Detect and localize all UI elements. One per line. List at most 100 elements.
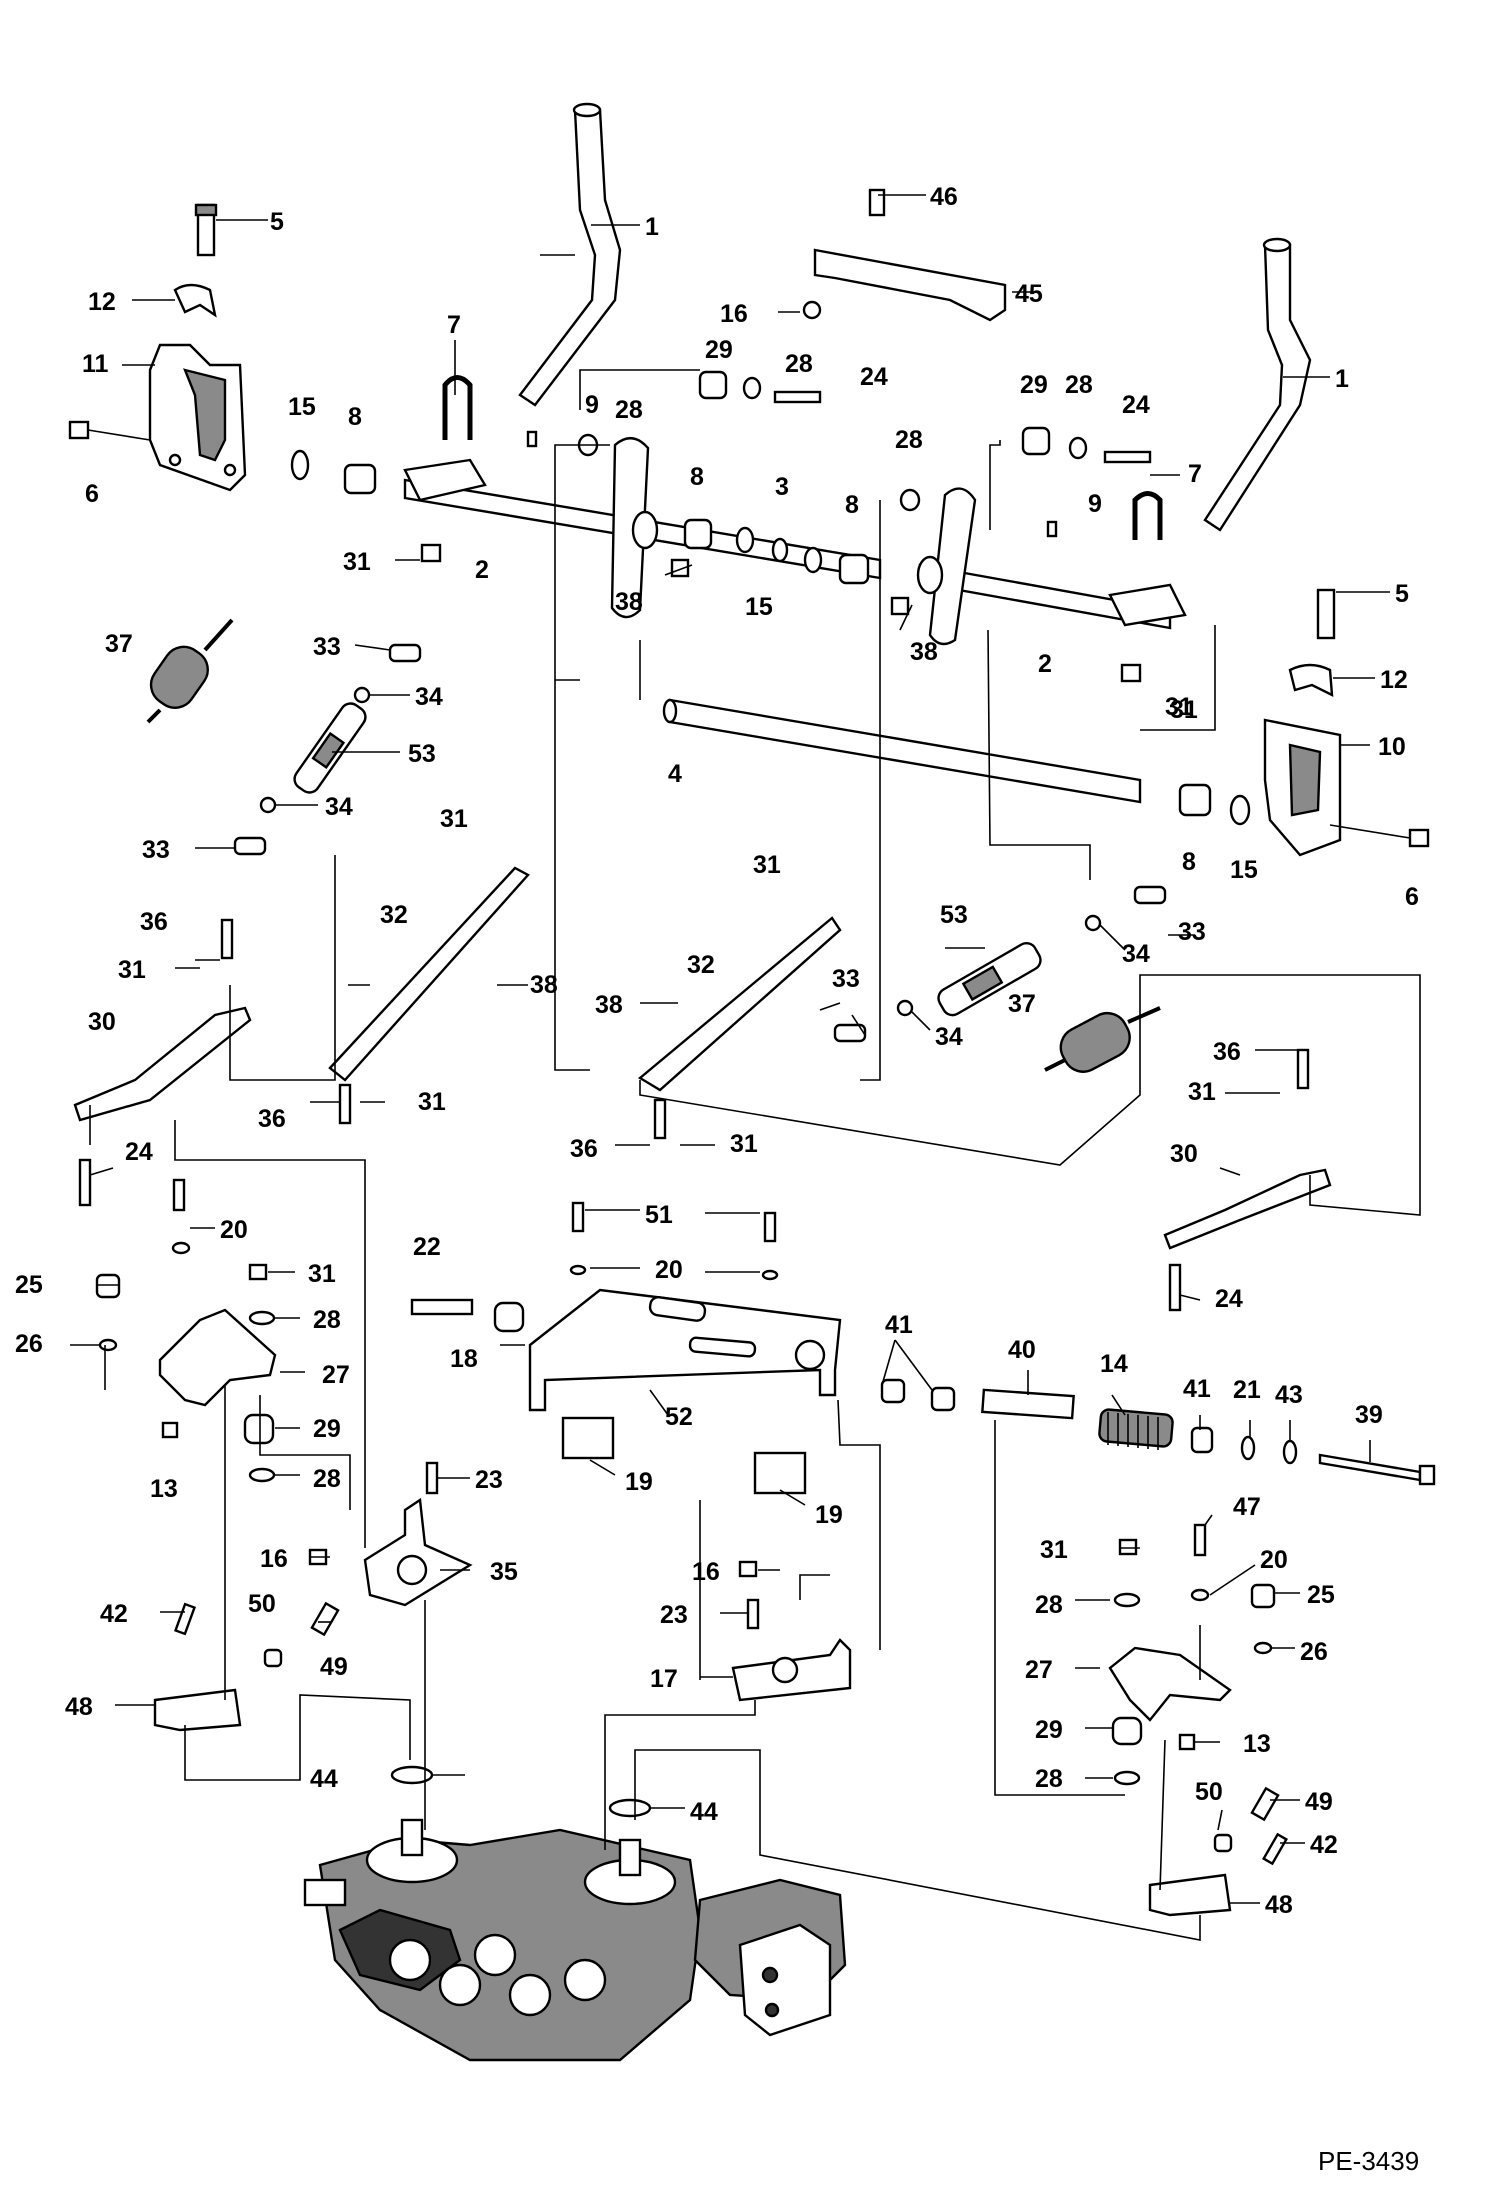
bolt-42-left (173, 1602, 197, 1636)
cap-25-right (1250, 1583, 1276, 1609)
callout: 52 (665, 1403, 693, 1431)
washer-28-lr-a (1113, 1592, 1141, 1608)
callout: 31 (418, 1088, 446, 1116)
bolt-49-right (1250, 1786, 1280, 1822)
arm-48-right (1148, 1873, 1232, 1917)
callout: 21 (1233, 1376, 1261, 1404)
bushing-8c (838, 553, 870, 585)
bushing-29-right (1021, 426, 1051, 456)
bracket-17 (731, 1638, 852, 1702)
bushing-41-b (930, 1386, 956, 1412)
callout: 38 (910, 638, 938, 666)
bolt-23-b (746, 1598, 760, 1630)
callout: 26 (1300, 1638, 1328, 1666)
bracket-35 (363, 1497, 473, 1607)
callout: 38 (615, 588, 643, 616)
right-lever-arm (916, 487, 977, 646)
bushing-41-a (880, 1378, 906, 1404)
spring-14 (1098, 1408, 1174, 1450)
callout: 9 (1088, 490, 1102, 518)
callout: 24 (1215, 1285, 1243, 1313)
damper-37-right (1044, 1006, 1161, 1073)
damper-37-left (146, 618, 234, 724)
callout: 34 (935, 1023, 963, 1051)
callout: 13 (1243, 1730, 1271, 1758)
callout: 5 (270, 208, 284, 236)
link-30-right (1163, 1168, 1332, 1250)
washer-28-left (742, 376, 762, 400)
right-clip-12 (1288, 663, 1334, 698)
arm-48-left (153, 1688, 242, 1732)
bolt-24-left (773, 390, 822, 404)
callout: 9 (585, 391, 599, 419)
bolt-49-left (310, 1601, 340, 1637)
bushing-18 (493, 1301, 525, 1333)
callout: 42 (1310, 1831, 1338, 1859)
bolt-47 (1193, 1523, 1207, 1557)
callout: 6 (1405, 883, 1419, 911)
block-19-right (753, 1451, 807, 1495)
bolt-51-left (571, 1201, 585, 1233)
left-bolt-6 (68, 420, 151, 441)
left-ubolt-7 (442, 375, 473, 440)
cap-25-left (95, 1273, 121, 1299)
callout: 43 (1275, 1381, 1303, 1409)
callout: 44 (310, 1765, 338, 1793)
callout: 31 (1165, 693, 1193, 721)
bolt-24-link-left (78, 1158, 92, 1207)
callout: 25 (15, 1271, 43, 1299)
bolt-51-right (763, 1211, 777, 1243)
callout: 40 (1008, 1336, 1036, 1364)
callout: 34 (325, 793, 353, 821)
callout: 28 (1035, 1591, 1063, 1619)
callout: 16 (260, 1545, 288, 1573)
drawing-reference: PE-3439 (1318, 2146, 1419, 2176)
callout: 24 (860, 363, 888, 391)
callout: 41 (885, 1311, 913, 1339)
lever-27-right (1108, 1646, 1232, 1722)
nut-31-ll (248, 1263, 268, 1281)
callout: 28 (313, 1465, 341, 1493)
callout: 19 (625, 1468, 653, 1496)
callout: 15 (1230, 856, 1258, 884)
bushing-29-left (698, 370, 728, 400)
callout: 19 (815, 1501, 843, 1529)
callout: 53 (408, 740, 436, 768)
callout: 31 (1188, 1078, 1216, 1106)
fitting-9-left (526, 430, 538, 448)
left-mount-bracket (148, 343, 247, 492)
washer-26-left (98, 1338, 118, 1352)
callout: 50 (1195, 1778, 1223, 1806)
nut-34-right-top (1084, 914, 1102, 932)
callout: 35 (490, 1558, 518, 1586)
leader-lines (70, 194, 1421, 1941)
callout: 48 (65, 1693, 93, 1721)
damper-53-left (293, 702, 367, 794)
bolt-36-c (653, 1098, 667, 1140)
callout: 31 (753, 851, 781, 879)
washer-21 (1240, 1435, 1256, 1461)
callout: 32 (687, 951, 715, 979)
washer-26-right (1253, 1641, 1273, 1655)
callout: 31 (118, 956, 146, 984)
bolt-23-a (425, 1461, 439, 1495)
callout: 15 (745, 593, 773, 621)
washer-20-ll (171, 1241, 191, 1255)
callout: 44 (690, 1798, 718, 1826)
hydrostatic-pump (303, 1818, 847, 2062)
callout: 1 (645, 213, 659, 241)
nut-31-left (420, 543, 442, 563)
callout: 16 (692, 1558, 720, 1586)
right-bolt-5 (1316, 588, 1336, 640)
left-handle-1 (518, 102, 622, 407)
callout: 8 (690, 463, 704, 491)
fitting-9-right (1046, 520, 1058, 538)
callout: 48 (1265, 1891, 1293, 1919)
callout: 18 (450, 1345, 478, 1373)
callout: 31 (730, 1130, 758, 1158)
callout: 31 (440, 805, 468, 833)
callout: 33 (313, 633, 341, 661)
callout: 4 (668, 760, 682, 788)
washer-15b (735, 526, 755, 554)
